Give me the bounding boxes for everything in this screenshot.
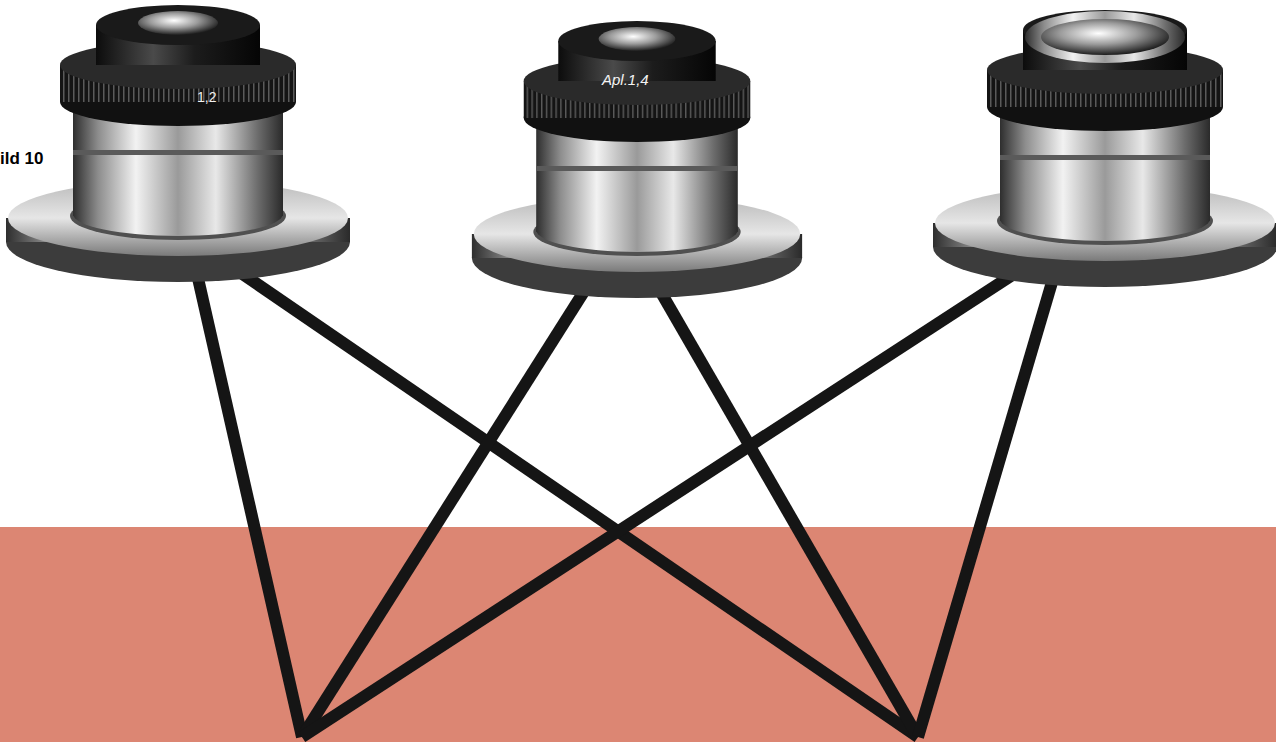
wide-lens-ring bbox=[1025, 11, 1185, 63]
aperture-marking: 1,2 bbox=[197, 90, 216, 104]
condenser-left bbox=[6, 5, 350, 282]
ray-line bbox=[918, 272, 1055, 737]
wide-front-lens bbox=[1041, 19, 1169, 55]
ray-line bbox=[302, 270, 1020, 737]
condenser-right bbox=[933, 10, 1276, 287]
condenser-middle bbox=[472, 21, 802, 298]
condenser-right-body bbox=[933, 10, 1276, 287]
ray-line bbox=[302, 282, 590, 737]
ray-lines bbox=[195, 262, 1055, 737]
ray-line bbox=[225, 262, 918, 737]
figure-number: ild 10 bbox=[0, 150, 43, 167]
aperture-marking: Apl.1,4 bbox=[602, 72, 649, 87]
ray-line bbox=[655, 282, 918, 737]
salmon-band bbox=[0, 527, 1276, 742]
ray-line bbox=[195, 265, 302, 737]
